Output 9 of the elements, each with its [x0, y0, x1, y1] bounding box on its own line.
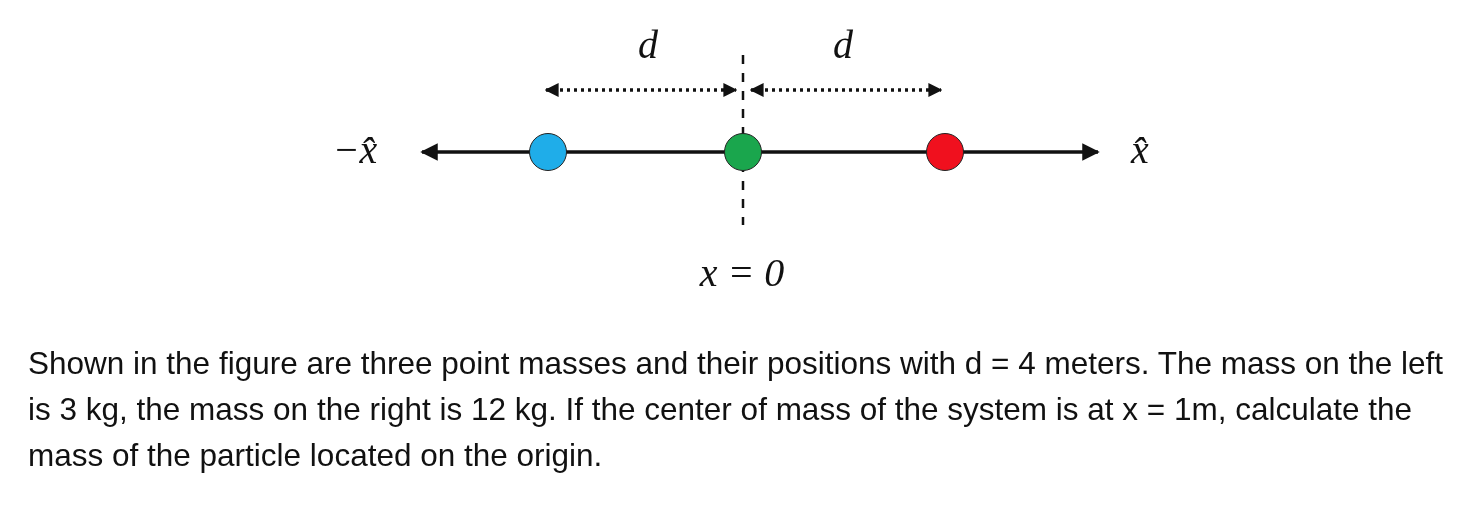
point-mass	[529, 133, 567, 171]
distance-label: d	[638, 25, 658, 65]
point-mass	[926, 133, 964, 171]
origin-label: x = 0	[699, 253, 785, 293]
problem-text: Shown in the figure are three point masses and their positions with d = 4 meters. The mass on the left is 3 kg, the mass on the right is 12 kg. If the center of mass of the system is at x = 1m, calculate the mass of the particle located on the origin.	[28, 344, 1445, 475]
distance-label: d	[833, 25, 853, 65]
point-mass	[724, 133, 762, 171]
axis-label: x̂	[1131, 130, 1149, 170]
axis-label: −x̂	[332, 130, 378, 170]
